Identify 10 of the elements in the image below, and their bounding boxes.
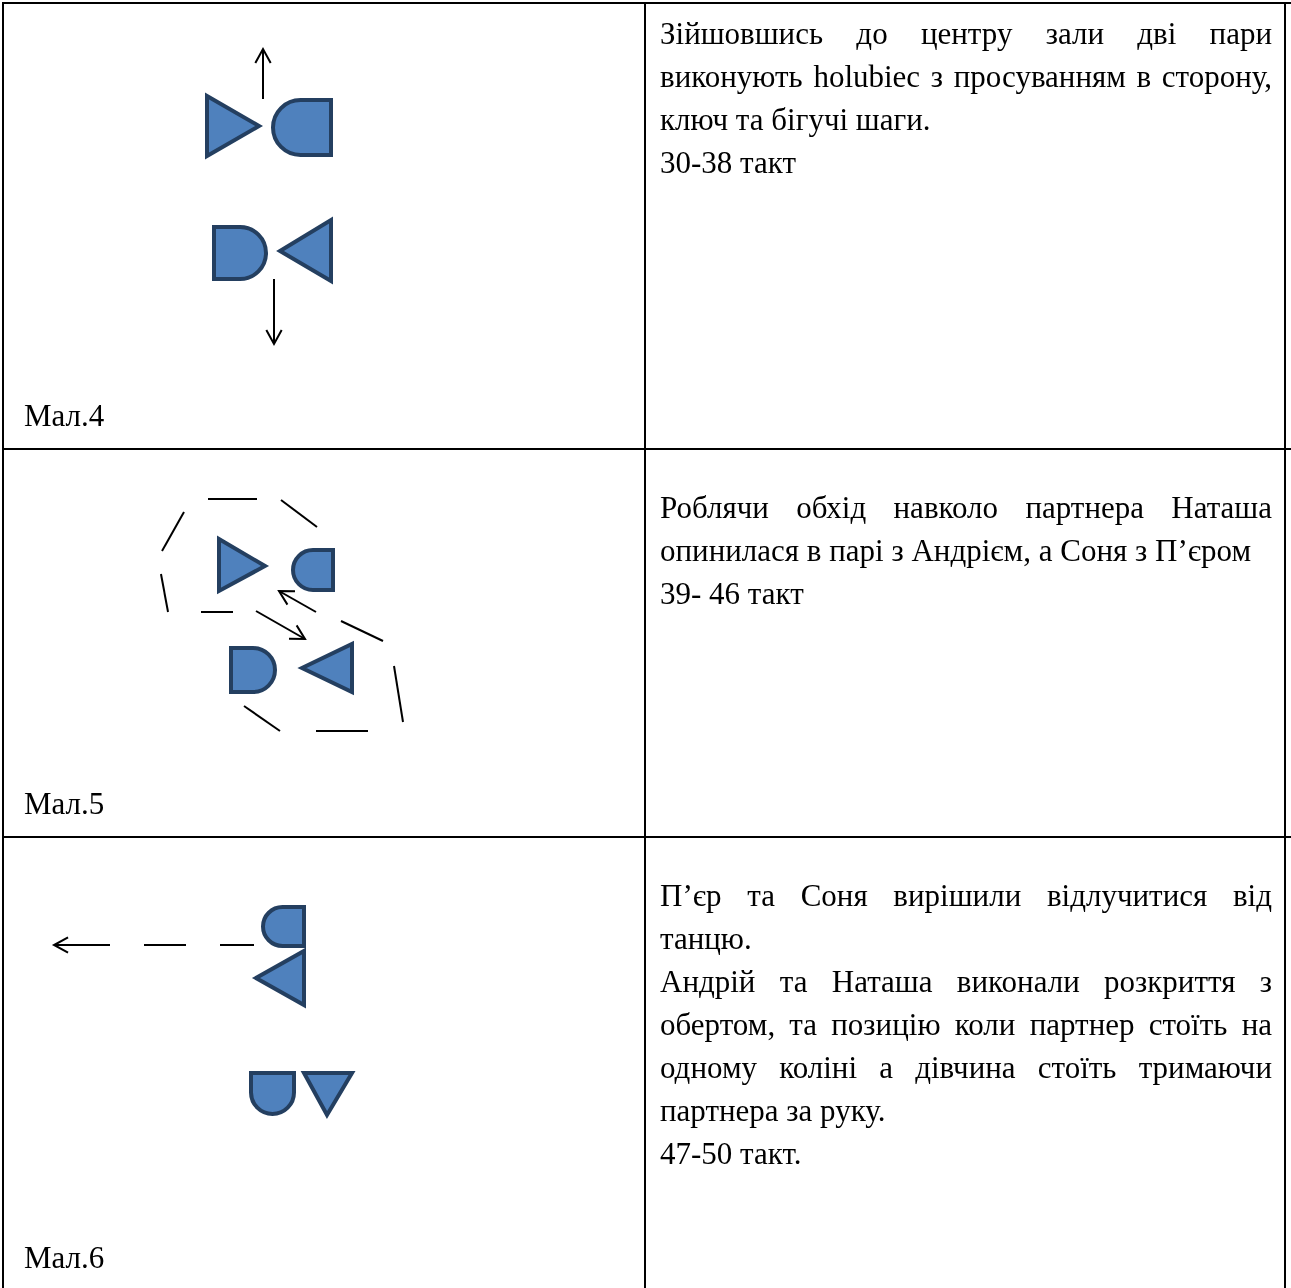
description-text: Зійшовшись до центру зали дві пари виконують holubiec з просуванням в сторону, ключ та бігучі шаги. (660, 15, 1272, 139)
figure-number: Мал.5 (24, 786, 105, 822)
figure-number: Мал.4 (24, 398, 105, 434)
description-text: 47-50 такт. (660, 1135, 803, 1173)
description-text: 30-38 такт (660, 144, 797, 182)
description-text: Андрій та Наташа виконали розкриття з обертом, та позицію коли партнер стоїть на одному коліні а дівчина стоїть тримаючи партнера за руку. (660, 963, 1272, 1130)
figure-number: Мал.6 (24, 1240, 105, 1276)
description-text: П’єр та Соня вирішили відлучитися від танцю. (660, 877, 1272, 958)
description-text: 39- 46 такт (660, 575, 805, 613)
description-text: Роблячи обхід навколо партнера Наташа опинилася в парі з Андрієм, а Соня з П’єром (660, 489, 1272, 570)
